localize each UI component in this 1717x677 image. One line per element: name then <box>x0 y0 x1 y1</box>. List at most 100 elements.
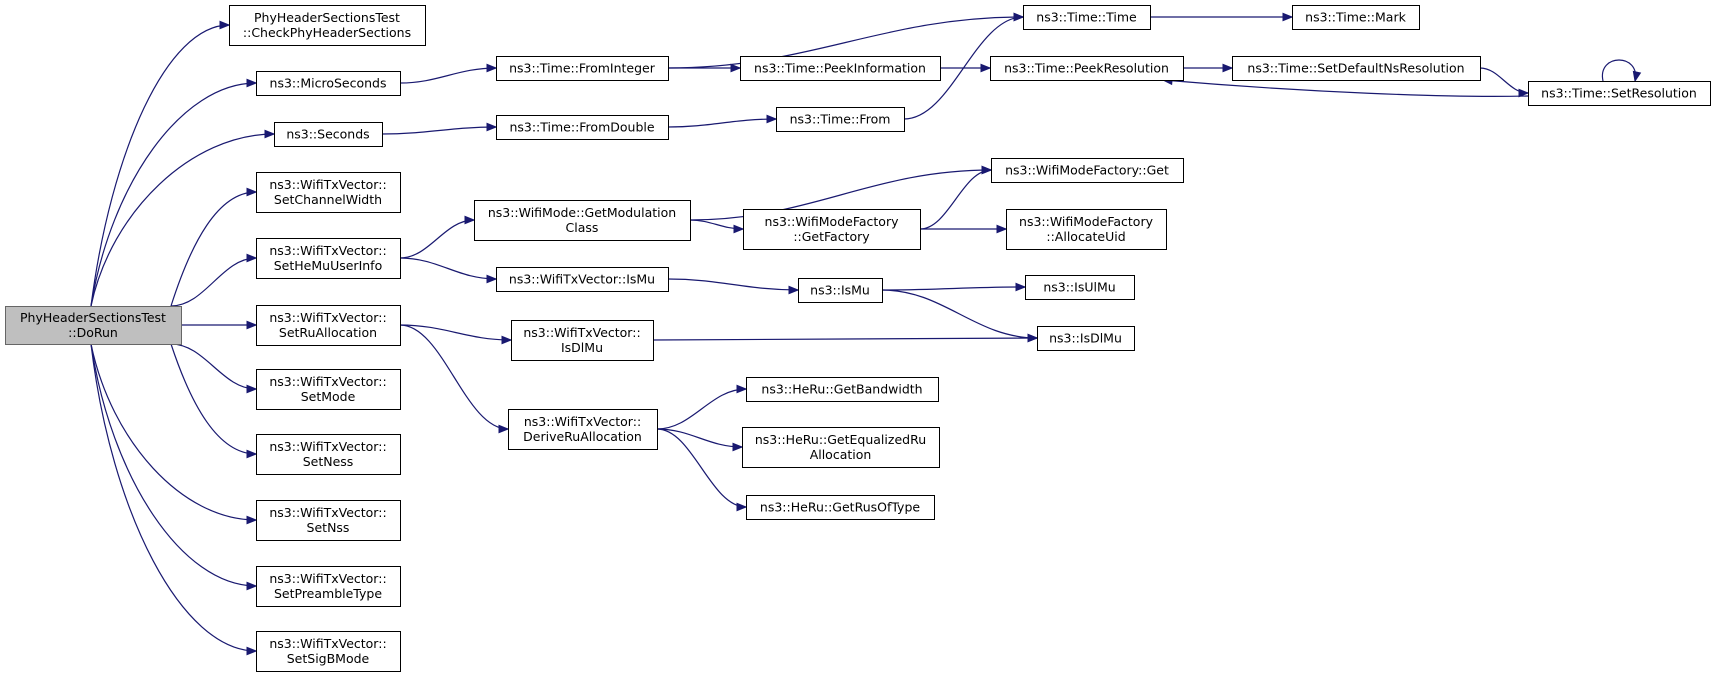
arrowhead <box>1518 88 1530 98</box>
edge-isMuVec-to-isMu <box>667 278 799 291</box>
node-box <box>1292 5 1420 30</box>
arrowhead <box>996 224 1008 234</box>
node-label: ns3::WifiTxVector:: <box>524 414 641 429</box>
node-box <box>511 320 654 361</box>
node-microSeconds[interactable]: ns3::MicroSeconds <box>256 71 401 96</box>
node-label: ns3::HeRu::GetRusOfType <box>760 500 920 515</box>
edge-timeFrom-to-timeTime <box>903 16 1024 120</box>
node-setNss[interactable]: ns3::WifiTxVector::SetNss <box>256 500 401 541</box>
node-wifiModeFactoryGet[interactable]: ns3::WifiModeFactory::Get <box>991 158 1184 183</box>
node-fromInteger[interactable]: ns3::Time::FromInteger <box>496 56 669 81</box>
node-label: ns3::IsUlMu <box>1043 280 1115 295</box>
arrowhead <box>246 646 258 656</box>
edge-setResolution-to-peekResolution <box>1162 79 1529 97</box>
node-label: ns3::WifiTxVector:: <box>269 505 386 520</box>
node-setDefaultNsResolution[interactable]: ns3::Time::SetDefaultNsResolution <box>1232 56 1481 81</box>
node-isMu[interactable]: ns3::IsMu <box>798 278 883 303</box>
node-label: PhyHeaderSectionsTest <box>254 10 400 25</box>
node-getRusOfType[interactable]: ns3::HeRu::GetRusOfType <box>746 495 935 520</box>
node-setSigBMode[interactable]: ns3::WifiTxVector::SetSigBMode <box>256 631 401 672</box>
node-setChannelWidth[interactable]: ns3::WifiTxVector::SetChannelWidth <box>256 172 401 213</box>
node-checkPhy[interactable]: PhyHeaderSectionsTest::CheckPhyHeaderSec… <box>229 5 426 46</box>
edge-doRun-to-checkPhy <box>90 24 230 307</box>
node-label: PhyHeaderSectionsTest <box>20 310 166 325</box>
node-setPreambleType[interactable]: ns3::WifiTxVector::SetPreambleType <box>256 566 401 607</box>
node-label: Class <box>566 220 599 235</box>
node-isMuVec[interactable]: ns3::WifiTxVector::IsMu <box>496 267 669 292</box>
node-label: ns3::Time::SetDefaultNsResolution <box>1247 61 1464 76</box>
node-label: ns3::Time::PeekResolution <box>1004 61 1169 76</box>
node-label: ns3::WifiTxVector::IsMu <box>509 272 655 287</box>
node-label: ns3::HeRu::GetEqualizedRu <box>755 432 926 447</box>
node-box <box>743 209 921 250</box>
node-box <box>746 495 935 520</box>
node-label: IsDlMu <box>561 340 603 355</box>
node-box <box>742 427 940 468</box>
node-box <box>776 107 905 132</box>
node-box <box>740 56 941 81</box>
node-setNess[interactable]: ns3::WifiTxVector::SetNess <box>256 434 401 475</box>
node-timeMark[interactable]: ns3::Time::Mark <box>1292 5 1420 30</box>
node-isDlMu[interactable]: ns3::IsDlMu <box>1037 326 1135 351</box>
node-label: ns3::WifiTxVector:: <box>269 310 386 325</box>
arrowhead <box>246 449 258 459</box>
edge-doRun-to-setNss <box>90 343 257 521</box>
arrowhead <box>1027 333 1039 343</box>
node-getFactory[interactable]: ns3::WifiModeFactory::GetFactory <box>743 209 921 250</box>
node-setResolution[interactable]: ns3::Time::SetResolution <box>1528 81 1711 106</box>
node-box <box>1037 326 1135 351</box>
node-box <box>508 409 658 450</box>
edge-setRuAllocation-to-isDlMuVec <box>399 324 512 341</box>
arrowhead <box>733 224 745 234</box>
node-deriveRuAllocation[interactable]: ns3::WifiTxVector::DeriveRuAllocation <box>508 409 658 450</box>
node-label: SetChannelWidth <box>274 192 382 207</box>
node-label: DeriveRuAllocation <box>523 429 642 444</box>
node-box <box>256 500 401 541</box>
node-label: ns3::Time::FromDouble <box>509 120 654 135</box>
arrowhead <box>246 78 258 88</box>
node-timeTime[interactable]: ns3::Time::Time <box>1023 5 1151 30</box>
edge-setHeMuUserInfo-to-getModulationClass <box>399 219 475 259</box>
node-label: SetNess <box>303 454 354 469</box>
node-box <box>256 566 401 607</box>
nodes-layer: PhyHeaderSectionsTest::DoRunPhyHeaderSec… <box>5 5 1711 672</box>
node-box <box>496 56 669 81</box>
node-isDlMuVec[interactable]: ns3::WifiTxVector::IsDlMu <box>511 320 654 361</box>
edge-seconds-to-fromDouble <box>381 126 497 135</box>
node-setRuAllocation[interactable]: ns3::WifiTxVector::SetRuAllocation <box>256 305 401 346</box>
node-box <box>256 434 401 475</box>
node-peekResolution[interactable]: ns3::Time::PeekResolution <box>990 56 1184 81</box>
node-label: SetSigBMode <box>287 651 370 666</box>
edge-setHeMuUserInfo-to-isMuVec <box>399 257 497 280</box>
node-getBandwidth[interactable]: ns3::HeRu::GetBandwidth <box>746 377 939 402</box>
node-label: ns3::HeRu::GetBandwidth <box>761 382 922 397</box>
node-box <box>1528 81 1711 106</box>
node-timeFrom[interactable]: ns3::Time::From <box>776 107 905 132</box>
node-allocateUid[interactable]: ns3::WifiModeFactory::AllocateUid <box>1006 209 1167 250</box>
node-seconds[interactable]: ns3::Seconds <box>274 122 383 147</box>
edge-fromDouble-to-timeFrom <box>667 118 777 128</box>
node-label: ::GetFactory <box>793 229 870 244</box>
edge-microSeconds-to-fromInteger <box>399 67 497 84</box>
arrowhead <box>1632 70 1642 83</box>
node-label: ns3::Time::From <box>790 112 891 127</box>
node-fromDouble[interactable]: ns3::Time::FromDouble <box>496 115 669 140</box>
node-label: ns3::WifiMode::GetModulation <box>488 205 676 220</box>
edge-doRun-to-setPreambleType <box>90 343 257 587</box>
node-peekInformation[interactable]: ns3::Time::PeekInformation <box>740 56 941 81</box>
arrowhead <box>264 129 276 139</box>
node-isUlMu[interactable]: ns3::IsUlMu <box>1025 275 1135 300</box>
arrowhead <box>788 285 800 295</box>
node-label: ns3::WifiTxVector:: <box>269 374 386 389</box>
node-setHeMuUserInfo[interactable]: ns3::WifiTxVector::SetHeMuUserInfo <box>256 238 401 279</box>
node-doRun[interactable]: PhyHeaderSectionsTest::DoRun <box>5 306 182 345</box>
node-setMode[interactable]: ns3::WifiTxVector::SetMode <box>256 369 401 410</box>
arrowhead <box>486 274 498 284</box>
arrowhead <box>1222 63 1234 73</box>
node-label: ns3::Time::Time <box>1036 10 1137 25</box>
edge-doRun-to-seconds <box>90 133 275 307</box>
node-label: SetHeMuUserInfo <box>274 258 382 273</box>
node-label: ns3::MicroSeconds <box>270 76 387 91</box>
